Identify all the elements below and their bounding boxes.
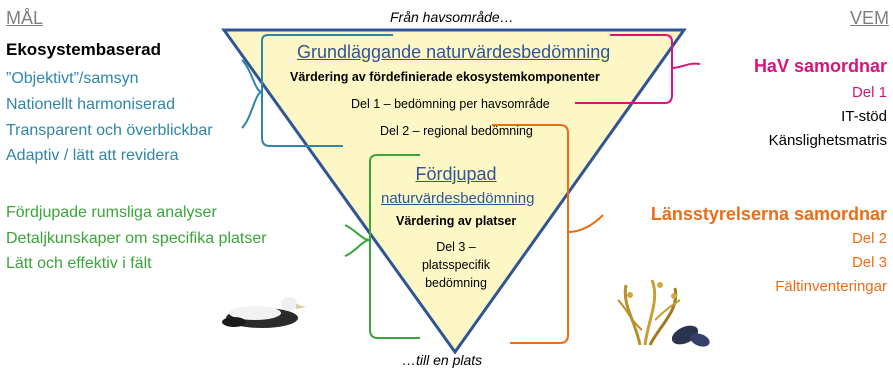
part3-label: Del 3 – (436, 240, 476, 254)
part3-label: platsspecifik (421, 258, 491, 272)
lans-item: Del 2 (851, 230, 887, 247)
detailed-assessment-title: Fördjupad (415, 164, 497, 184)
goals-header: MÅL (6, 8, 44, 28)
seaweed-mussel-icon (617, 279, 710, 347)
lans-coordinates-title: Länsstyrelserna samordnar (650, 204, 887, 224)
detail-goal-item: Fördjupade rumsliga analyser (6, 204, 217, 221)
lans-item: Del 3 (851, 254, 887, 271)
left-title: Ekosystembaserad (6, 40, 161, 59)
goal-item: Nationellt harmoniserad (6, 96, 175, 113)
part1-label: Del 1 – bedömning per havsområde (351, 97, 550, 111)
bottom-caption: …till en plats (402, 352, 483, 368)
who-header: VEM (849, 8, 889, 28)
left-goals-brace (241, 59, 263, 129)
detailed-assessment-subtitle: Värdering av platser (396, 214, 517, 228)
detailed-assessment-bracket (369, 154, 420, 339)
goal-item: Adaptiv / lätt att revidera (6, 147, 179, 164)
detailed-assessment-title-line2: naturvärdesbedömning (381, 190, 535, 207)
lans-bracket (492, 124, 569, 344)
hav-coordinates-title: HaV samordnar (753, 56, 887, 76)
eider-duck-icon (222, 297, 306, 328)
detail-goal-item: Detaljkunskaper om specifika platser (6, 230, 267, 247)
top-caption: Från havsområde… (390, 9, 514, 25)
part2-label: Del 2 – regional bedömning (380, 124, 533, 138)
detail-goal-item: Lätt och effektiv i fält (6, 255, 152, 272)
goal-item: ”Objektivt”/samsyn (6, 70, 139, 87)
basic-assessment-title: Grundläggande naturvärdesbedömning (297, 42, 611, 62)
hav-item: IT-stöd (841, 108, 887, 125)
part3-label: bedömning (425, 276, 487, 290)
basic-assessment-bracket (261, 34, 393, 147)
lans-brace (567, 214, 604, 233)
hav-item: Del 1 (851, 84, 887, 101)
lans-item: Fältinventeringar (775, 278, 887, 295)
left-detail-brace (344, 224, 371, 257)
basic-assessment-subtitle: Värdering av fördefinierade ekosystemkom… (290, 70, 600, 84)
outer-triangle (221, 28, 687, 355)
goal-item: Transparent och överblickbar (6, 122, 213, 139)
hav-brace (671, 62, 701, 69)
hav-item: Känslighetsmatris (768, 132, 887, 149)
